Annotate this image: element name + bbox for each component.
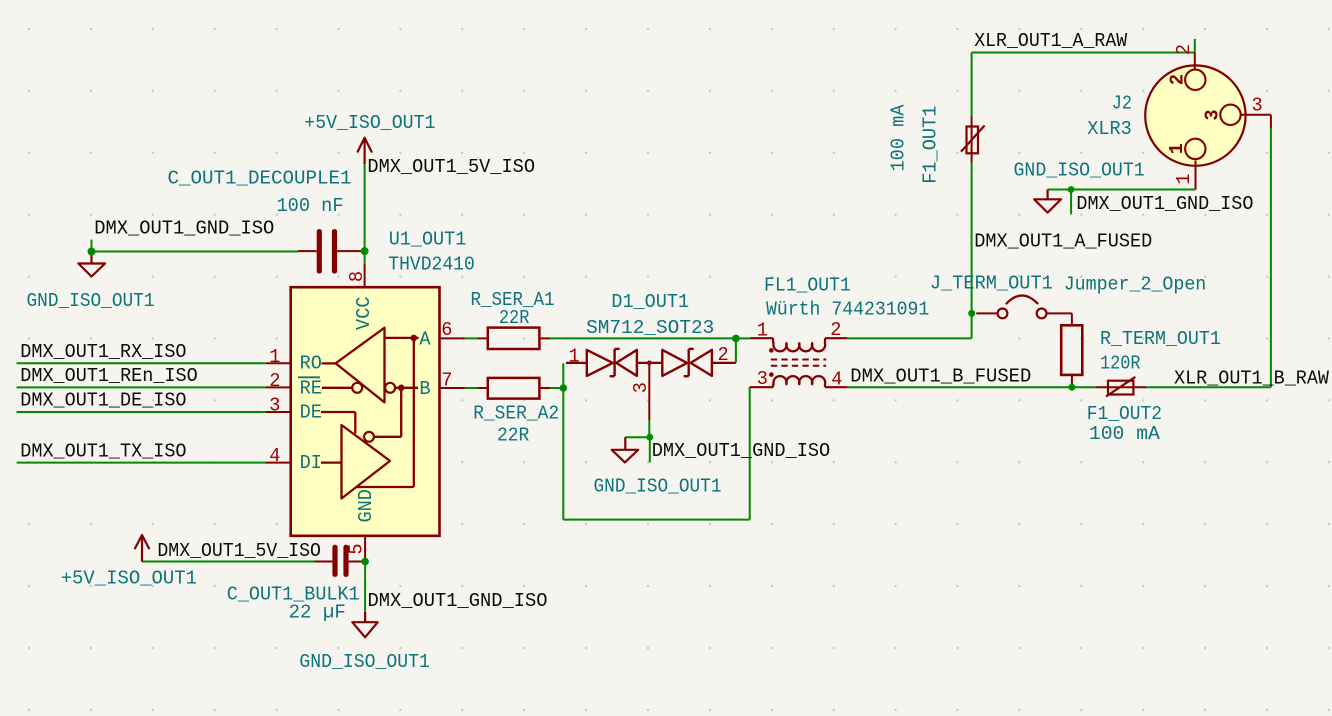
svg-text:RE: RE <box>300 377 322 399</box>
svg-text:DMX_OUT1_GND_ISO: DMX_OUT1_GND_ISO <box>1076 193 1253 215</box>
svg-text:VCC: VCC <box>353 296 375 330</box>
svg-text:J_TERM_OUT1: J_TERM_OUT1 <box>930 273 1053 295</box>
svg-text:100 nF: 100 nF <box>277 195 344 217</box>
svg-text:2: 2 <box>269 370 280 392</box>
svg-text:DMX_OUT1_A_FUSED: DMX_OUT1_A_FUSED <box>974 230 1152 252</box>
svg-text:120R: 120R <box>1100 353 1141 375</box>
svg-text:100 mA: 100 mA <box>888 104 910 172</box>
svg-text:3: 3 <box>1252 95 1263 117</box>
svg-text:GND_ISO_OUT1: GND_ISO_OUT1 <box>299 651 430 673</box>
svg-text:3: 3 <box>757 368 768 390</box>
svg-text:1: 1 <box>757 319 768 341</box>
svg-text:J2: J2 <box>1112 93 1132 115</box>
svg-text:XLR_OUT1_B_RAW: XLR_OUT1_B_RAW <box>1174 368 1330 390</box>
svg-text:3: 3 <box>630 382 652 393</box>
svg-text:A: A <box>419 328 431 350</box>
svg-text:Würth 744231091: Würth 744231091 <box>766 299 929 321</box>
svg-text:1: 1 <box>1173 173 1195 184</box>
svg-text:C_OUT1_BULK1: C_OUT1_BULK1 <box>227 583 360 605</box>
svg-text:DMX_OUT1_5V_ISO: DMX_OUT1_5V_ISO <box>157 540 321 562</box>
svg-text:22 µF: 22 µF <box>289 602 346 624</box>
svg-text:DMX_OUT1_TX_ISO: DMX_OUT1_TX_ISO <box>20 440 186 462</box>
svg-text:+5V_ISO_OUT1: +5V_ISO_OUT1 <box>61 567 197 589</box>
svg-text:C_OUT1_DECOUPLE1: C_OUT1_DECOUPLE1 <box>168 168 352 190</box>
svg-text:6: 6 <box>441 319 452 341</box>
svg-text:GND_ISO_OUT1: GND_ISO_OUT1 <box>594 475 722 497</box>
svg-text:GND_ISO_OUT1: GND_ISO_OUT1 <box>27 290 155 312</box>
svg-text:1: 1 <box>1166 143 1188 154</box>
svg-text:F1_OUT2: F1_OUT2 <box>1087 403 1162 425</box>
svg-text:2: 2 <box>718 344 729 366</box>
svg-text:100 mA: 100 mA <box>1089 423 1161 445</box>
svg-text:DMX_OUT1_GND_ISO: DMX_OUT1_GND_ISO <box>94 218 274 240</box>
svg-text:DE: DE <box>300 401 322 423</box>
svg-text:DMX_OUT1_REn_ISO: DMX_OUT1_REn_ISO <box>20 365 197 387</box>
svg-text:8: 8 <box>346 271 368 282</box>
svg-text:4: 4 <box>269 445 280 467</box>
svg-text:SM712_SOT23: SM712_SOT23 <box>586 317 714 339</box>
svg-text:5: 5 <box>346 543 368 554</box>
svg-text:XLR3: XLR3 <box>1087 118 1131 140</box>
svg-text:GND_ISO_OUT1: GND_ISO_OUT1 <box>1014 160 1145 182</box>
svg-text:XLR_OUT1_A_RAW: XLR_OUT1_A_RAW <box>974 30 1128 52</box>
svg-text:THVD2410: THVD2410 <box>388 253 475 275</box>
svg-text:1: 1 <box>569 346 580 368</box>
svg-text:B: B <box>419 378 430 400</box>
svg-text:DMX_OUT1_DE_ISO: DMX_OUT1_DE_ISO <box>20 390 186 412</box>
svg-text:DMX_OUT1_B_FUSED: DMX_OUT1_B_FUSED <box>850 366 1031 388</box>
svg-text:4: 4 <box>831 369 842 391</box>
svg-text:2: 2 <box>1173 44 1195 55</box>
svg-text:1: 1 <box>269 346 280 368</box>
svg-text:U1_OUT1: U1_OUT1 <box>389 229 467 251</box>
svg-text:D1_OUT1: D1_OUT1 <box>611 291 689 313</box>
svg-text:7: 7 <box>441 369 452 391</box>
svg-text:22R: 22R <box>497 425 529 447</box>
svg-text:Jumper_2_Open: Jumper_2_Open <box>1064 274 1207 296</box>
svg-text:R_SER_A1: R_SER_A1 <box>471 289 555 311</box>
svg-text:DMX_OUT1_GND_ISO: DMX_OUT1_GND_ISO <box>652 440 831 462</box>
svg-text:RO: RO <box>300 352 322 374</box>
svg-text:2: 2 <box>1166 74 1188 85</box>
svg-text:F1_OUT1: F1_OUT1 <box>919 106 941 184</box>
svg-text:GND: GND <box>355 489 377 523</box>
svg-text:3: 3 <box>1202 109 1224 120</box>
svg-text:2: 2 <box>830 319 841 341</box>
svg-text:22R: 22R <box>499 307 530 329</box>
svg-text:DMX_OUT1_GND_ISO: DMX_OUT1_GND_ISO <box>368 590 548 612</box>
svg-text:FL1_OUT1: FL1_OUT1 <box>764 274 851 296</box>
svg-text:3: 3 <box>269 395 280 417</box>
svg-text:R_SER_A2: R_SER_A2 <box>473 403 559 425</box>
svg-text:DMX_OUT1_5V_ISO: DMX_OUT1_5V_ISO <box>367 156 535 178</box>
svg-text:+5V_ISO_OUT1: +5V_ISO_OUT1 <box>304 112 435 134</box>
svg-text:DI: DI <box>300 452 322 474</box>
svg-text:DMX_OUT1_RX_ISO: DMX_OUT1_RX_ISO <box>20 341 186 363</box>
svg-text:R_TERM_OUT1: R_TERM_OUT1 <box>1100 328 1221 350</box>
